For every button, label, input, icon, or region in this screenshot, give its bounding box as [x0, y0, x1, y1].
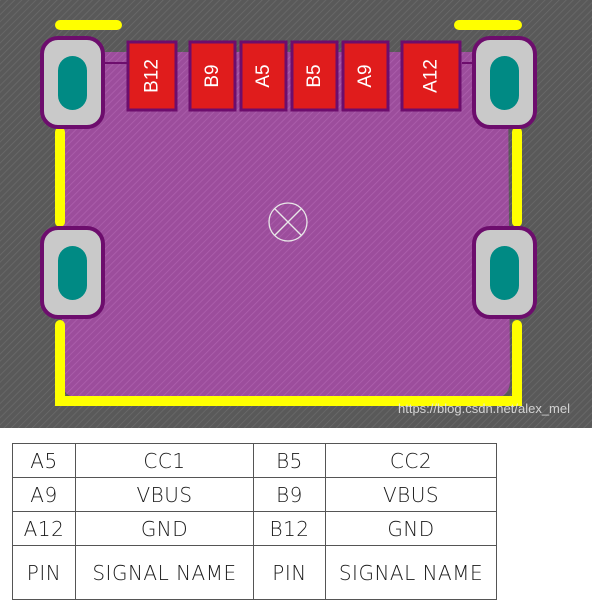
pad-a9: A9 [341, 40, 390, 112]
pad-a12: A12 [400, 40, 462, 112]
pad-b5: B5 [290, 40, 339, 112]
pcb-footprint-view: B12 B9 A5 B5 A9 A12 https://blog.csdn.ne… [0, 0, 592, 428]
pad-label: A12 [421, 59, 442, 93]
pin-cell: A12 [12, 511, 76, 546]
signal-name-header: SIGNAL NAME [75, 545, 254, 600]
signal-cell: VBUS [325, 477, 497, 512]
signal-cell: CC2 [325, 443, 497, 478]
pad-b12: B12 [126, 40, 178, 112]
pin-cell: A9 [12, 477, 76, 512]
silkscreen-outline [55, 20, 522, 406]
pad-label: A9 [355, 64, 376, 87]
pin-cell: B9 [253, 477, 326, 512]
pin-signal-table: A5 CC1 B5 CC2 A9 VBUS B9 VBUS A12 GND B1… [12, 443, 497, 600]
table-header-row: PIN SIGNAL NAME PIN SIGNAL NAME [12, 545, 497, 600]
pad-label: A5 [253, 64, 274, 87]
mounting-hole-bottom-left [40, 226, 105, 319]
pad-label: B9 [202, 64, 223, 87]
pin-header: PIN [253, 545, 326, 600]
table-row: A5 CC1 B5 CC2 [12, 443, 497, 478]
signal-cell: GND [325, 511, 497, 546]
signal-cell: VBUS [75, 477, 254, 512]
signal-name-header: SIGNAL NAME [325, 545, 497, 600]
pad-a5: A5 [239, 40, 288, 112]
watermark-text: https://blog.csdn.net/alex_mel [398, 401, 570, 416]
mounting-hole-top-left [40, 36, 105, 129]
table-row: A12 GND B12 GND [12, 511, 497, 546]
table-row: A9 VBUS B9 VBUS [12, 477, 497, 512]
signal-cell: GND [75, 511, 254, 546]
pin-cell: B12 [253, 511, 326, 546]
pin-cell: A5 [12, 443, 76, 478]
mounting-hole-top-right [472, 36, 537, 129]
pin-header: PIN [12, 545, 76, 600]
pad-label: B5 [304, 64, 325, 87]
pin-cell: B5 [253, 443, 326, 478]
connector-body [62, 52, 510, 398]
mounting-hole-bottom-right [472, 226, 537, 319]
signal-cell: CC1 [75, 443, 254, 478]
pad-label: B12 [142, 59, 163, 93]
pad-b9: B9 [188, 40, 237, 112]
origin-marker-icon [268, 202, 308, 242]
